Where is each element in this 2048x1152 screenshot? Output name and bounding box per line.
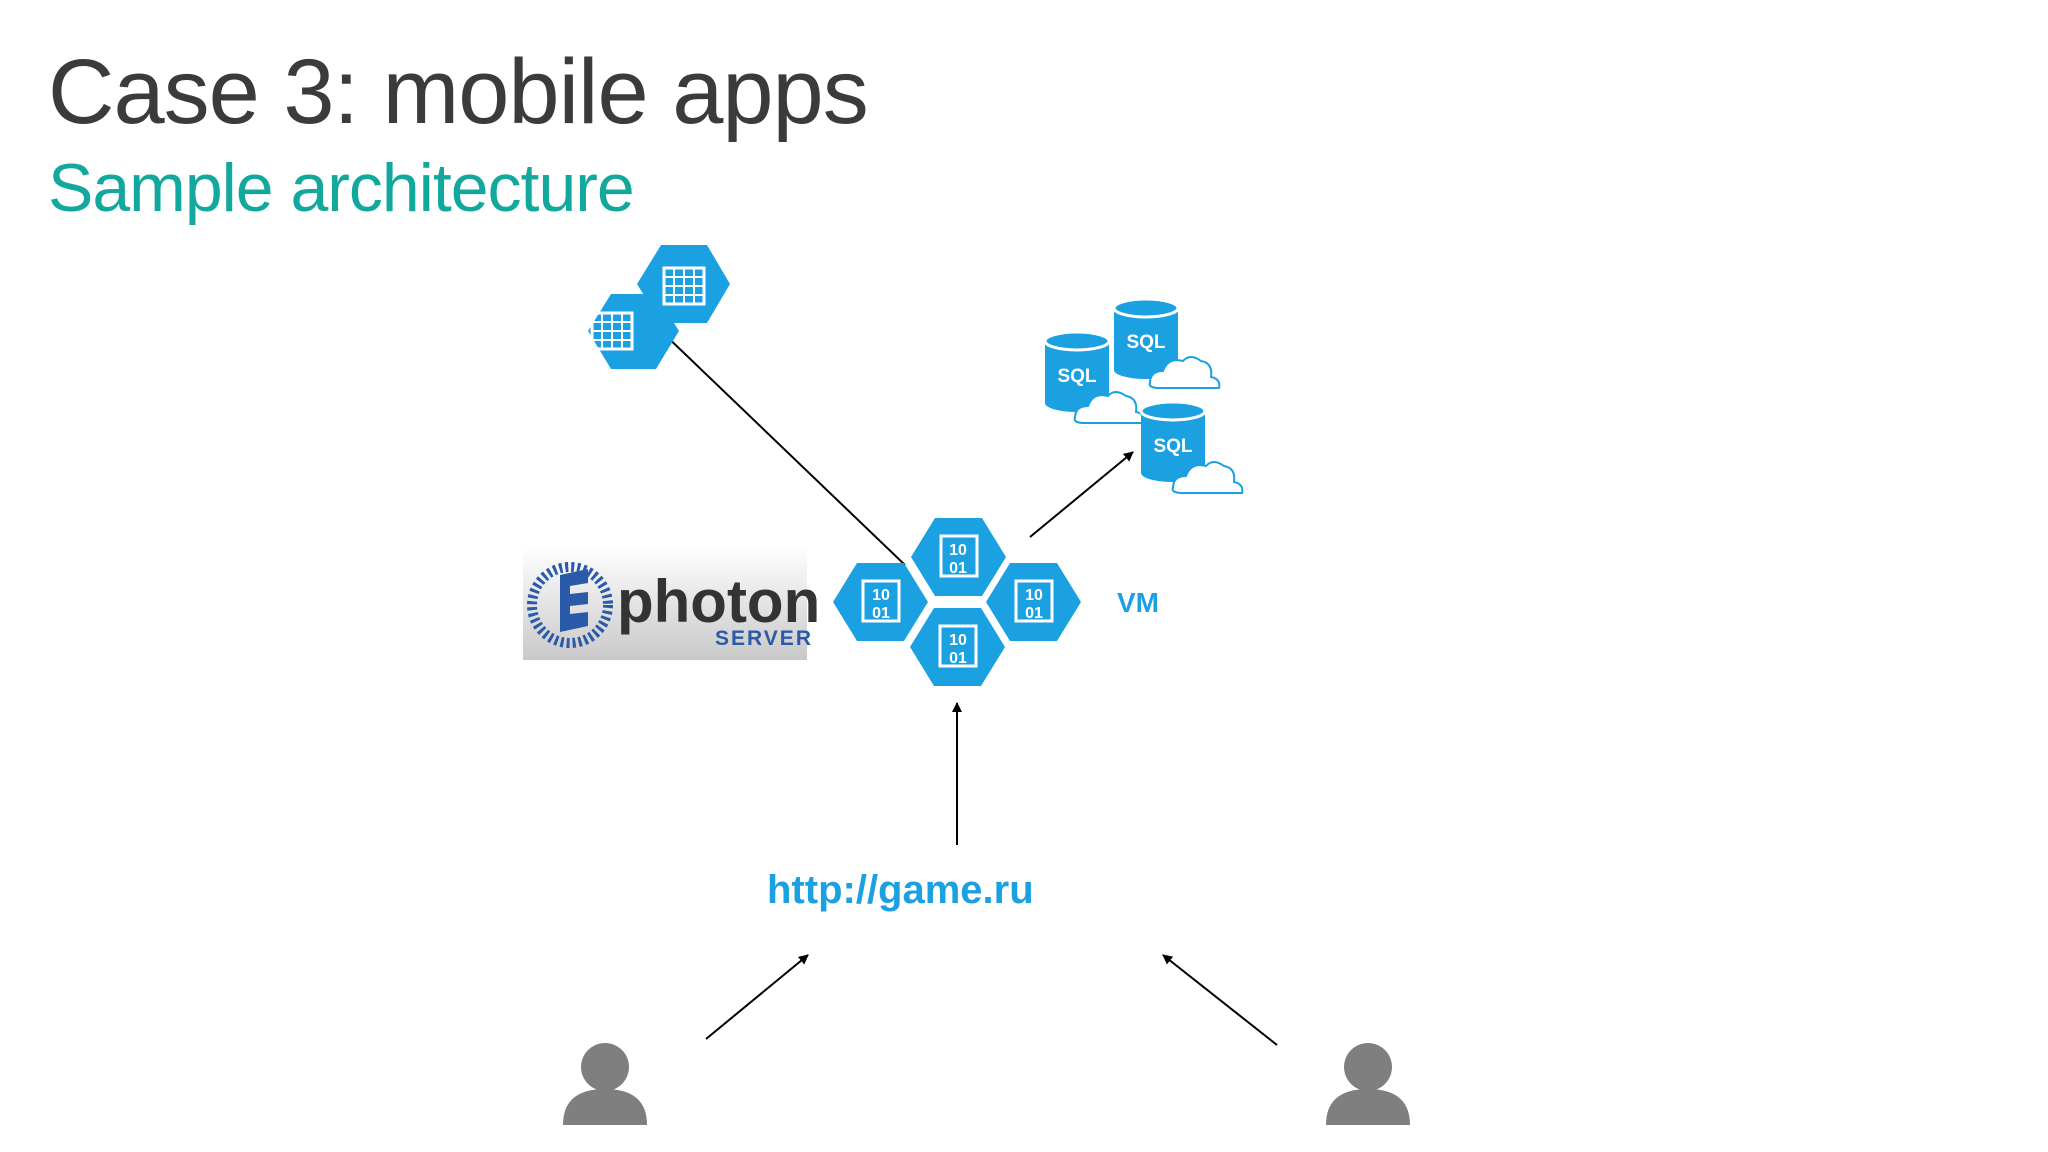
photon-wordmark: photon: [617, 568, 820, 635]
svg-text:10: 10: [949, 632, 967, 649]
game-url-label: http://game.ru: [767, 868, 1034, 912]
svg-text:01: 01: [872, 605, 890, 622]
sql-label: SQL: [1126, 332, 1165, 353]
user-icon: [563, 1043, 647, 1125]
svg-text:10: 10: [949, 542, 967, 559]
table-storage-icon: [637, 245, 730, 323]
slide-title: Case 3: mobile apps: [48, 41, 869, 143]
sql-label: SQL: [1057, 366, 1096, 387]
slide-subtitle: Sample architecture: [48, 150, 635, 226]
virtual-machine-icon: 10 01: [986, 563, 1081, 641]
sql-label: SQL: [1153, 436, 1192, 457]
virtual-machine-icon: 10 01: [910, 608, 1005, 686]
svg-text:10: 10: [1025, 587, 1043, 604]
svg-text:01: 01: [1025, 605, 1043, 622]
photon-swirl-icon: [527, 562, 613, 648]
photon-server-wordmark: SERVER: [715, 627, 813, 650]
arrow-user-right-to-url: [1162, 954, 1278, 1046]
photon-server-logo: photon SERVER: [523, 546, 820, 660]
virtual-machine-icon: 10 01: [833, 563, 928, 641]
svg-text:01: 01: [949, 560, 967, 577]
user-icon: [1326, 1043, 1410, 1125]
sql-database-icon: SQL: [1112, 297, 1221, 389]
virtual-machine-icon: 10 01: [911, 518, 1006, 596]
arrow-user-left-to-url: [705, 954, 809, 1040]
sql-database-icon: SQL: [1043, 330, 1146, 424]
arrow-vm-to-table-storage: [659, 329, 906, 566]
svg-text:10: 10: [872, 587, 890, 604]
sql-database-icon: SQL: [1139, 400, 1244, 494]
arrow-vm-to-sql: [1029, 451, 1134, 538]
vm-label: VM: [1117, 587, 1159, 618]
svg-text:01: 01: [949, 650, 967, 667]
